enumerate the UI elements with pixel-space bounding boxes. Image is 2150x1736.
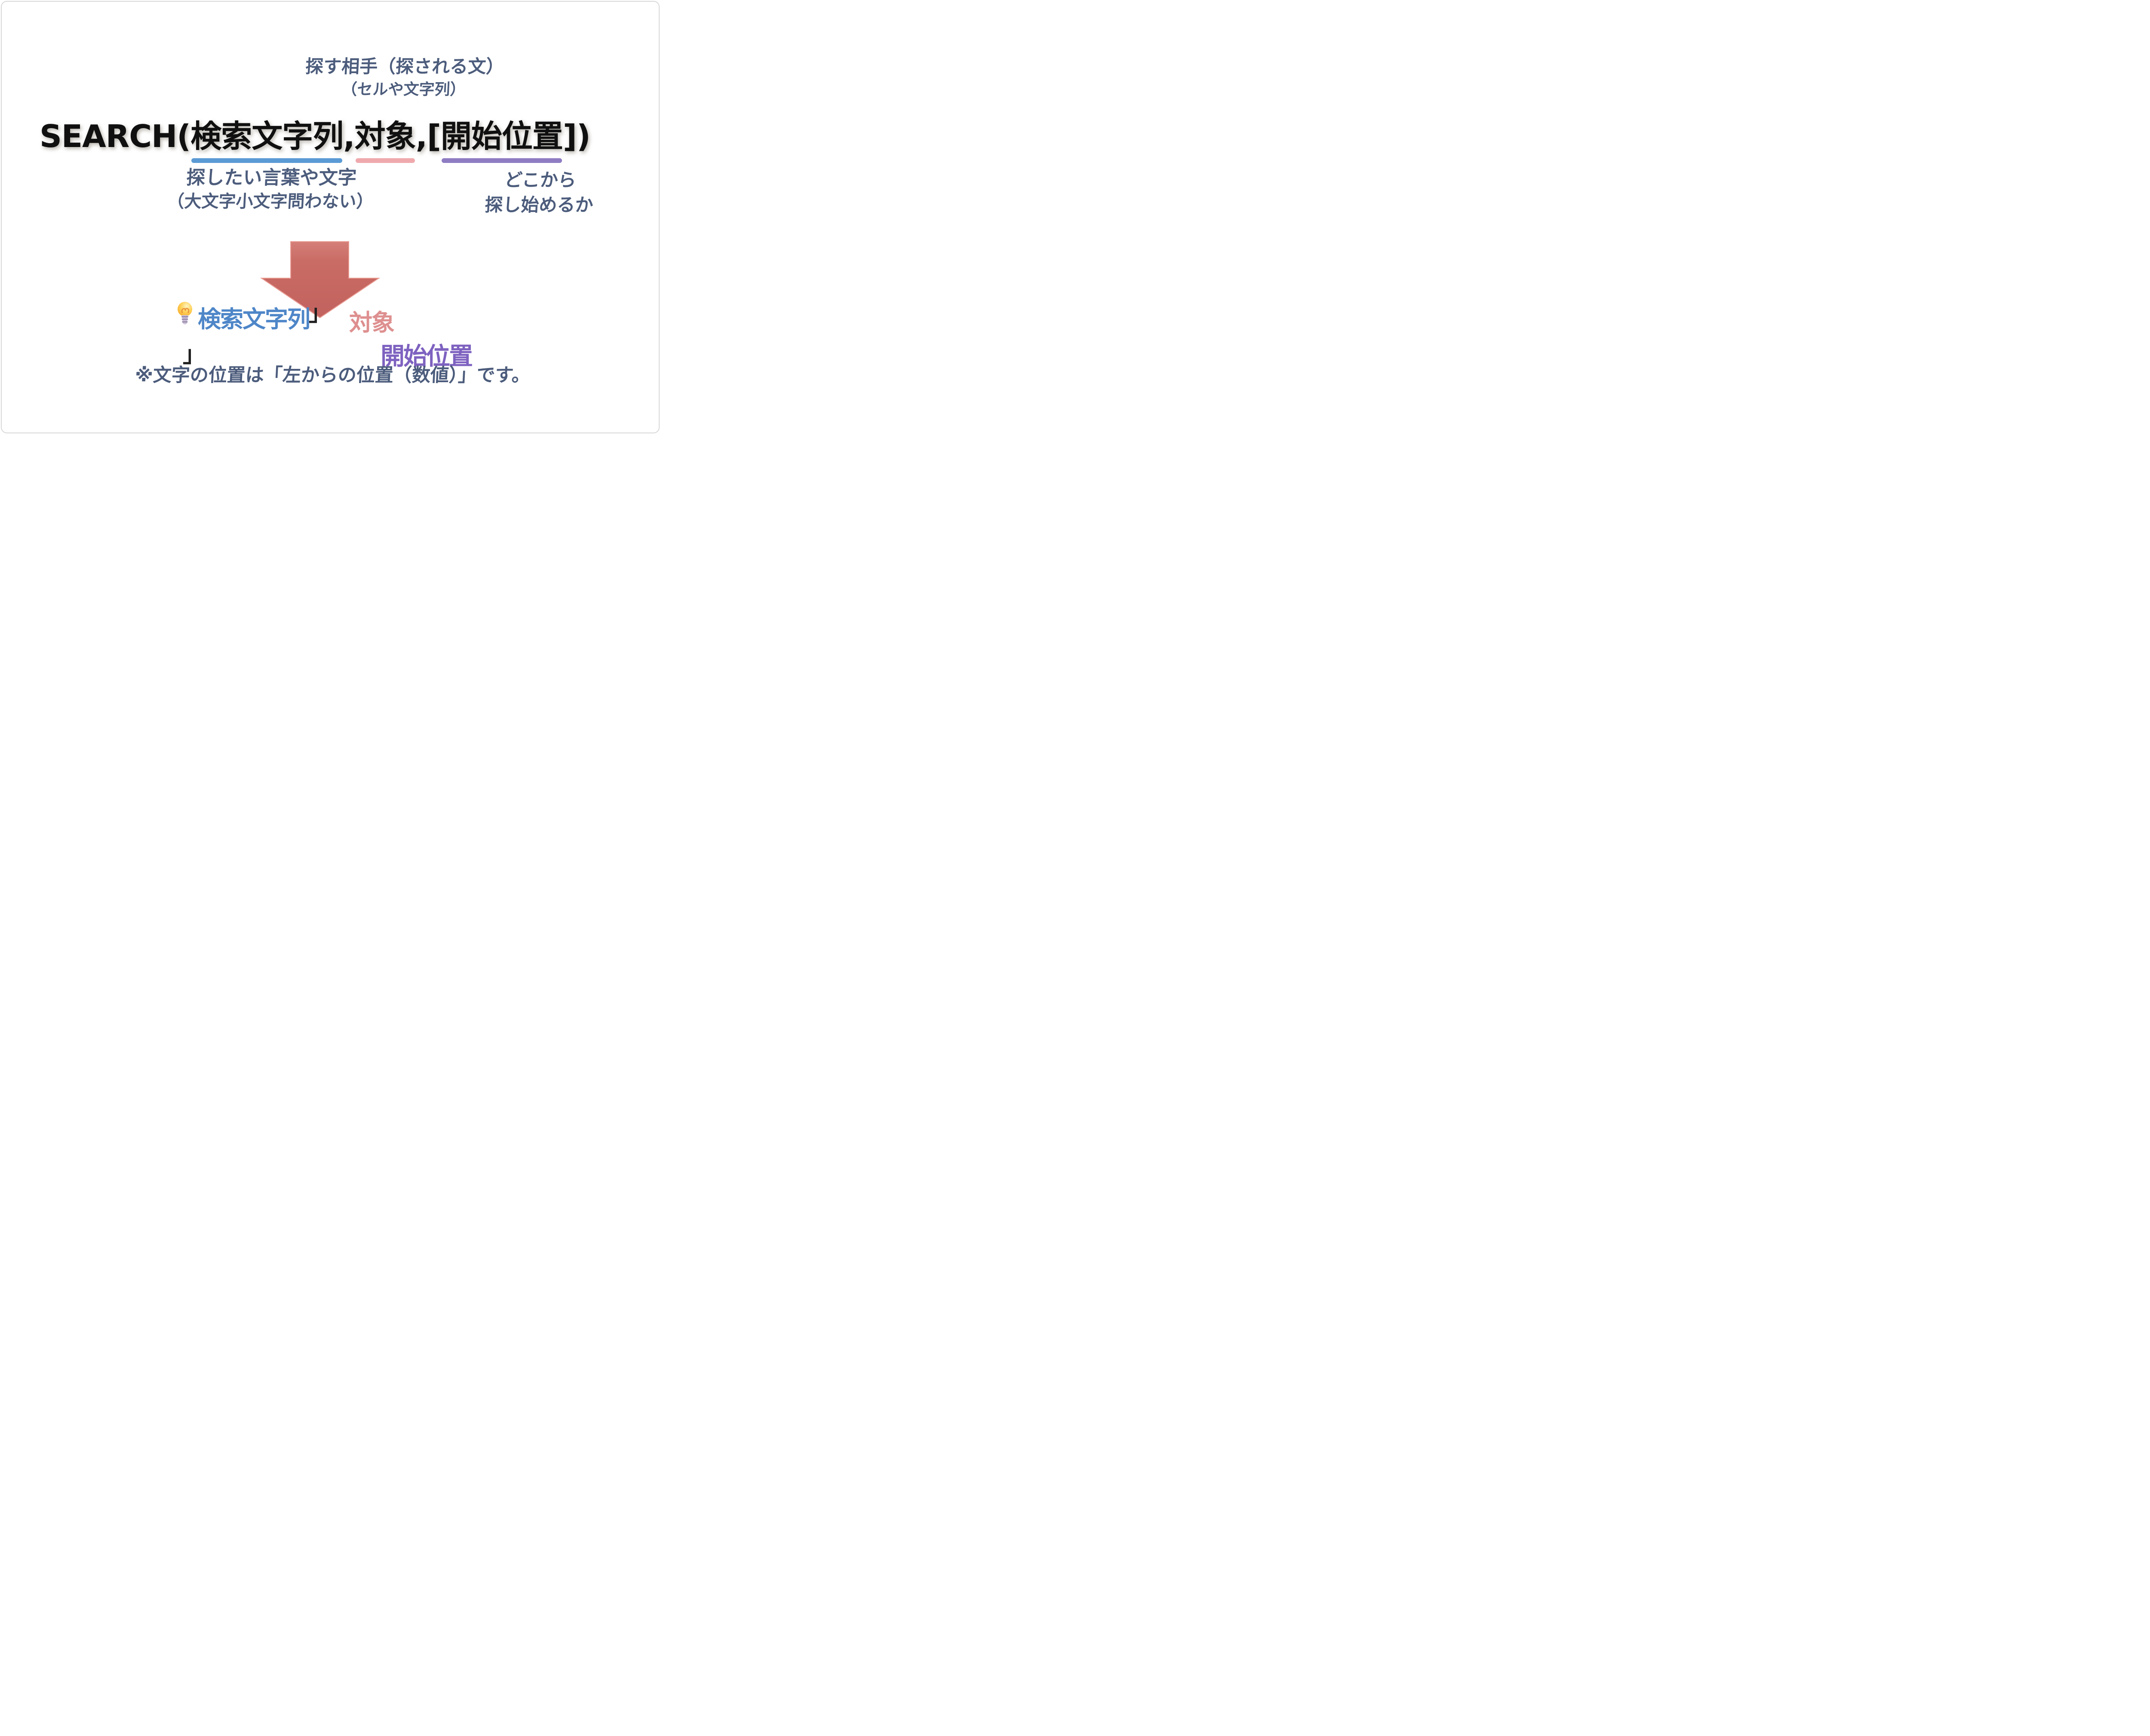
arg3-annotation-line1: どこから [504,169,577,190]
formula-title: SEARCH(検索文字列,対象,[開始位置]) [40,111,591,163]
arg1-annotation-line2: （大文字小文字問わない） [166,191,374,212]
formula-arg1-text: 検索文字列 [190,118,344,154]
hint-term-search-string: 検索文字列 [198,306,310,333]
bulb-thread3 [182,321,188,323]
underline-arg3 [441,158,562,163]
hint-note: ※文字の位置は「左からの位置（数値）」です。 [134,365,531,386]
formula-suffix: ]) [562,118,591,154]
underline-arg1 [191,158,343,163]
formula-comma1: , [343,118,355,154]
bulb-thread2 [181,319,188,320]
arg3-annotation-line2: 探し始めるか [484,194,594,215]
top-annotation-line2: （セルや文字列） [341,80,466,98]
arg3-annotation: どこから 探し始めるか [427,169,653,215]
hint-line1: 検索文字列 」 対象 [176,300,395,336]
hint-term-target: 対象 [349,309,395,336]
bulb-filament [181,308,190,313]
closing-bracket-line1: 」 [309,301,332,326]
closing-bracket-line2: 」 [183,342,206,368]
top-annotation-line1: 探す相手（探される文） [305,56,505,77]
bulb-thread1 [181,316,188,318]
arg1-annotation: 探したい言葉や文字 （大文字小文字問わない） [158,167,384,212]
top-annotation: 探す相手（探される文） （セルや文字列） [274,56,534,99]
lightbulb-icon [178,302,192,325]
down-arrow [260,241,381,319]
hint-term-start-position: 開始位置 [381,343,473,371]
formula-arg3: 開始位置 [440,111,563,163]
formula-arg2: 対象 [354,111,416,163]
formula-arg1: 検索文字列 [190,111,344,163]
underline-arg2 [355,158,415,163]
formula-arg3-text: 開始位置 [440,118,563,154]
formula-comma2: ,[ [415,118,441,154]
formula-prefix: SEARCH( [40,118,191,154]
down-arrow-shape [260,241,381,319]
arg1-annotation-line1: 探したい言葉や文字 [186,167,357,189]
formula-arg2-text: 対象 [354,118,416,154]
search-function-diagram: 探す相手（探される文） （セルや文字列） SEARCH(検索文字列,対象,[開始… [0,0,660,434]
